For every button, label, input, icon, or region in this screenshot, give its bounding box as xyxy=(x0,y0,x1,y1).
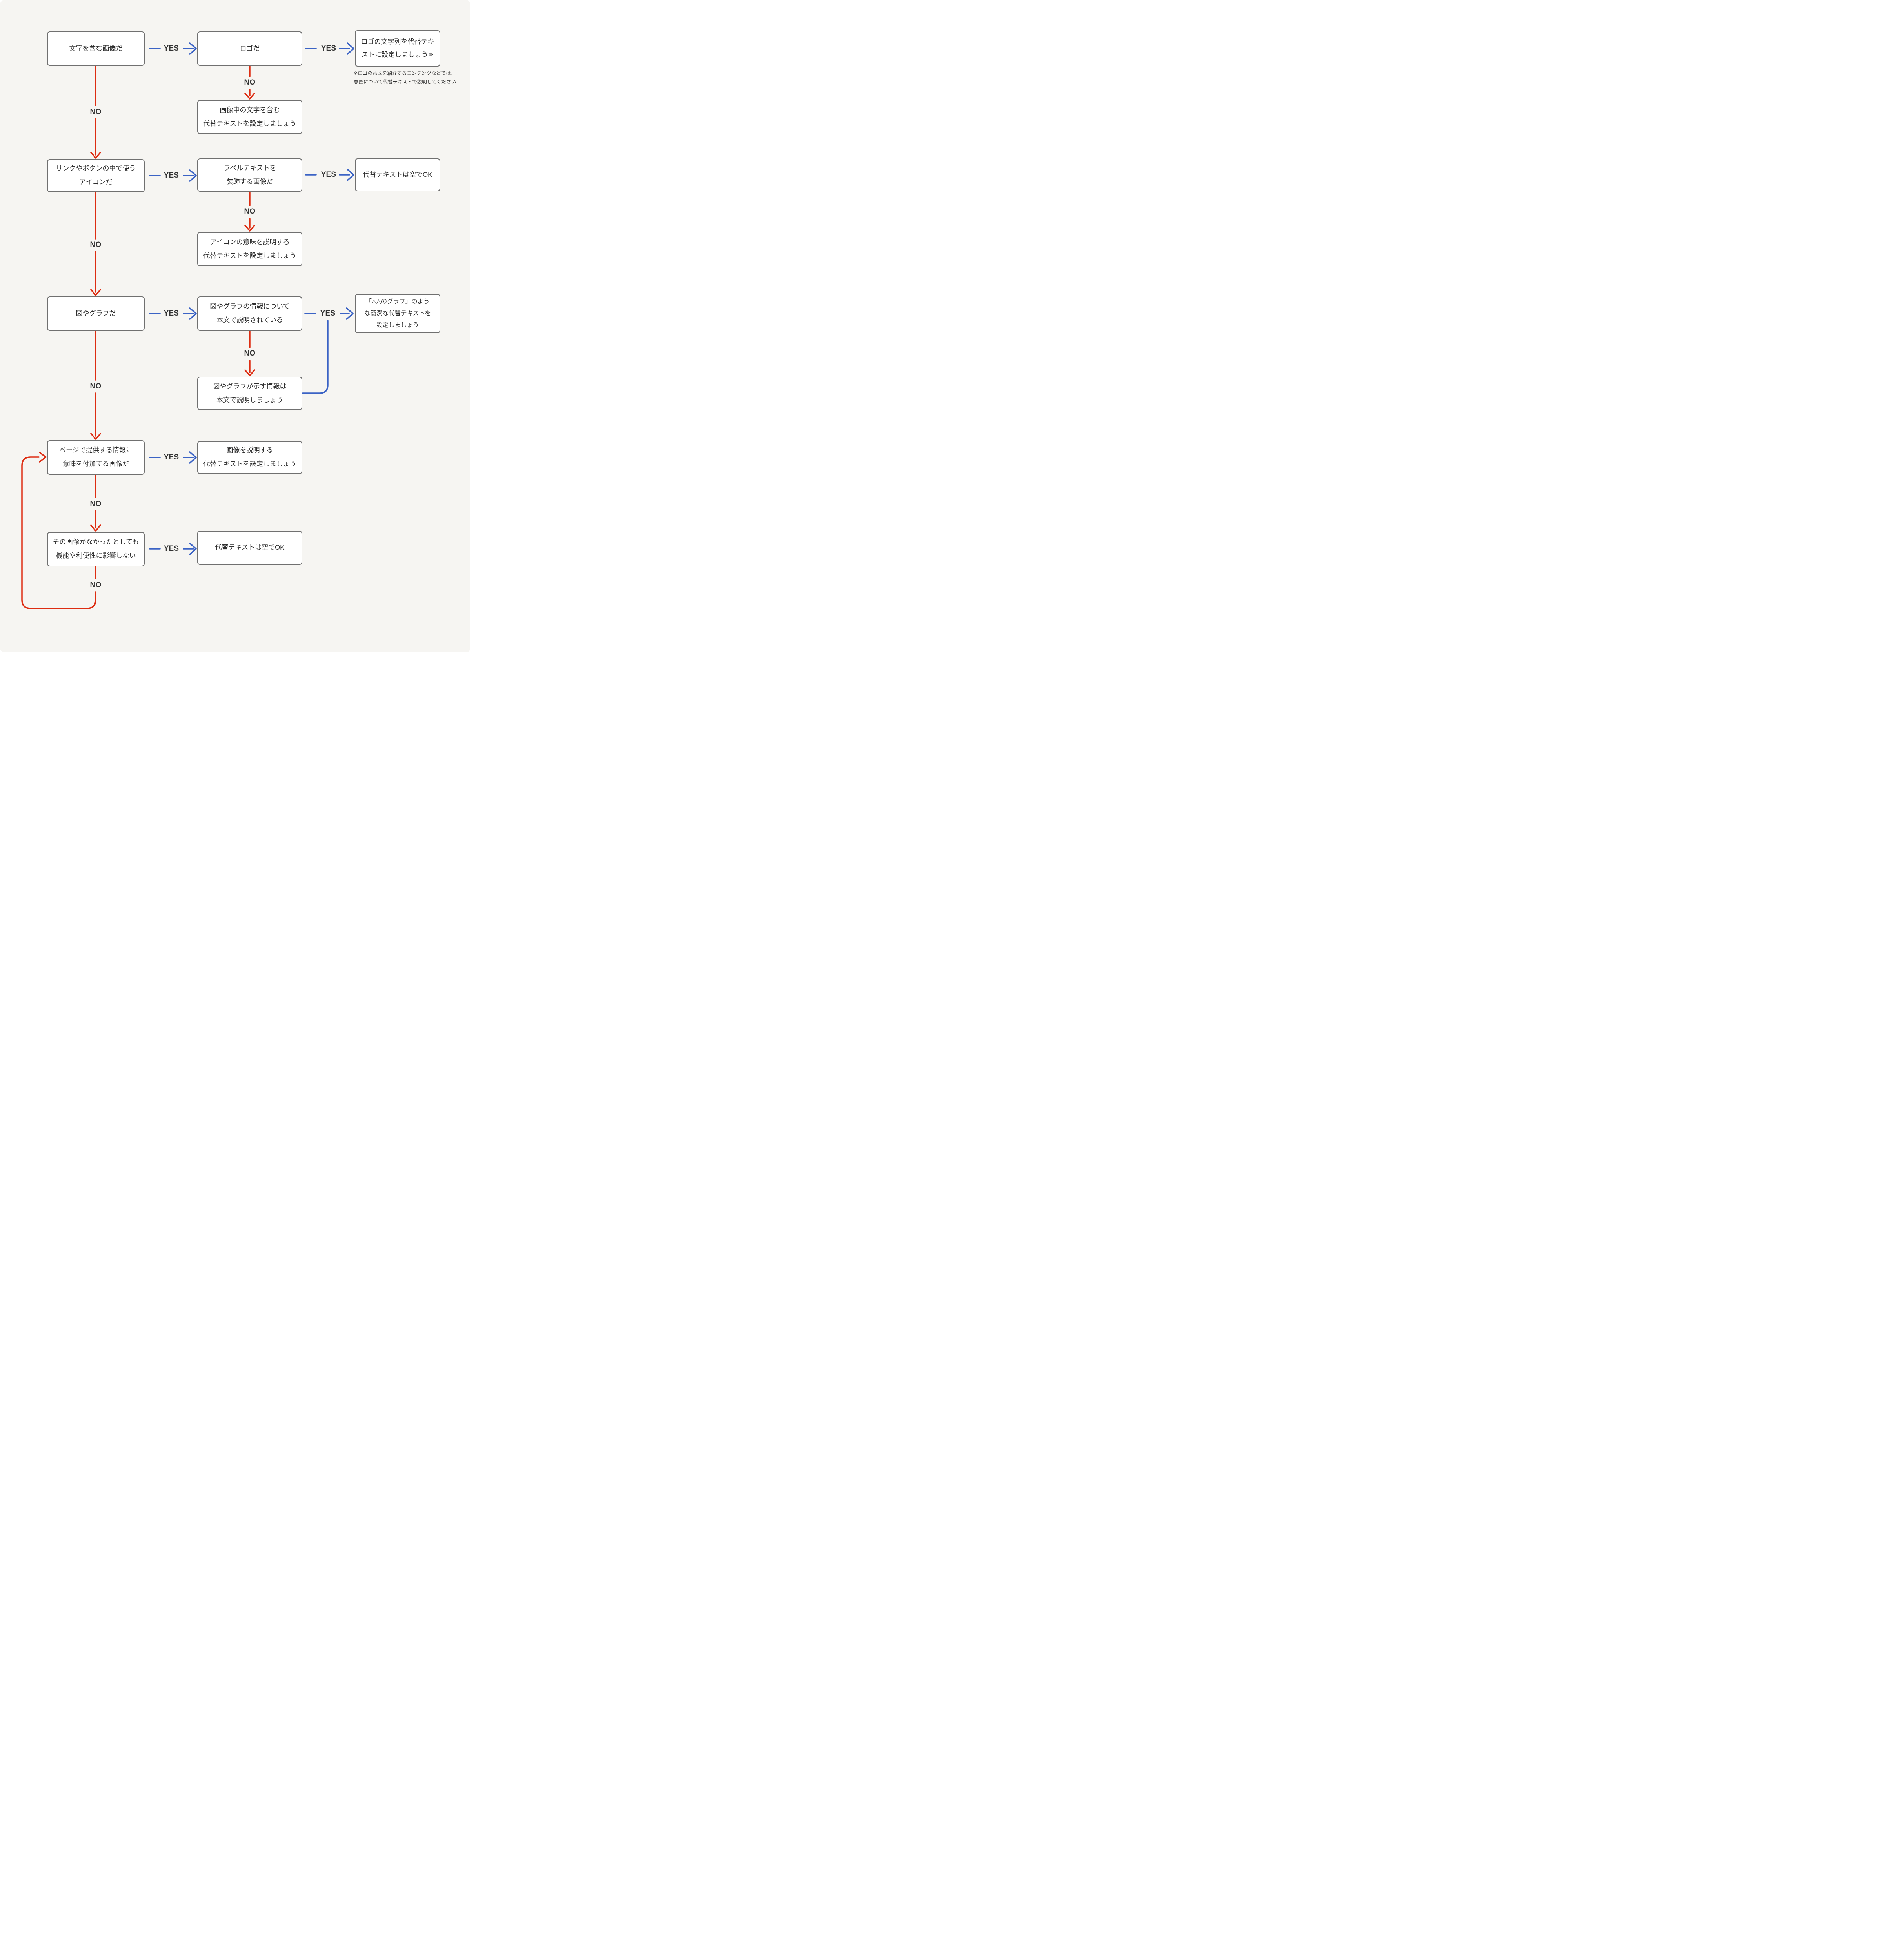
alt-text-decision-flowchart: 文字を含む画像だ ロゴだ ロゴの文字列を代替テキ ストに設定しましょう※ 画像中… xyxy=(0,0,470,652)
node-text: ロゴの文字列を代替テキ ストに設定しましょう※ xyxy=(361,38,434,58)
node-a-describe: 画像を説明する 代替テキストを設定しましょう xyxy=(197,441,302,474)
node-q-text-image: 文字を含む画像だ xyxy=(47,31,145,66)
node-a-empty-alt-icon: 代替テキストは空でOK xyxy=(355,158,440,191)
node-text: 文字を含む画像だ xyxy=(69,44,123,52)
no-label: NO xyxy=(90,382,102,390)
node-text: 図やグラフが示す情報は 本文で説明しましょう xyxy=(213,382,287,404)
no-label: NO xyxy=(244,207,256,216)
node-text: ロゴだ xyxy=(240,44,260,52)
node-text: 図やグラフだ xyxy=(76,309,116,317)
node-a-empty-alt-final: 代替テキストは空でOK xyxy=(197,531,302,565)
node-text: アイコンの意味を説明する 代替テキストを設定しましょう xyxy=(203,238,296,260)
logo-footnote: ※ロゴの意匠を紹介するコンテンツなどでは、 意匠について代替テキストで説明してく… xyxy=(354,71,456,85)
yes-label: YES xyxy=(163,309,179,318)
yes-label: YES xyxy=(321,44,336,53)
node-text: 画像を説明する 代替テキストを設定しましょう xyxy=(203,446,296,468)
yes-label: YES xyxy=(163,171,179,180)
node-text: 「△△のグラフ」のよう な簡潔な代替テキストを 設定しましょう xyxy=(364,298,431,329)
no-label: NO xyxy=(90,241,102,249)
node-text: その画像がなかったとしても 機能や利便性に影響しない xyxy=(53,538,139,559)
node-text: 画像中の文字を含む 代替テキストを設定しましょう xyxy=(203,106,296,127)
no-label: NO xyxy=(90,500,102,508)
node-q-no-impact: その画像がなかったとしても 機能や利便性に影響しない xyxy=(47,532,145,566)
yes-label: YES xyxy=(163,44,179,53)
yes-label: YES xyxy=(321,171,336,179)
yes-label: YES xyxy=(320,309,336,318)
no-label: NO xyxy=(90,581,102,589)
node-q-logo: ロゴだ xyxy=(197,31,302,66)
node-text: リンクやボタンの中で使う アイコンだ xyxy=(56,165,136,186)
node-a-text-alt: 画像中の文字を含む 代替テキストを設定しましょう xyxy=(197,100,302,134)
node-a-chart-concise: 「△△のグラフ」のよう な簡潔な代替テキストを 設定しましょう xyxy=(355,294,440,333)
node-a-logo-alt: ロゴの文字列を代替テキ ストに設定しましょう※ xyxy=(355,30,440,67)
yes-arrows xyxy=(149,42,354,555)
node-text: ページで提供する情報に 意味を付加する画像だ xyxy=(59,446,133,468)
no-label: NO xyxy=(244,78,256,87)
yes-label: YES xyxy=(163,453,179,461)
node-text: ラベルテキストを 装飾する画像だ xyxy=(223,164,276,185)
node-q-label-decor: ラベルテキストを 装飾する画像だ xyxy=(197,158,302,192)
node-q-meaning: ページで提供する情報に 意味を付加する画像だ xyxy=(47,440,145,475)
node-q-icon: リンクやボタンの中で使う アイコンだ xyxy=(47,159,145,192)
node-q-chart-explained: 図やグラフの情報について 本文で説明されている xyxy=(197,296,302,331)
node-a-chart-body: 図やグラフが示す情報は 本文で説明しましょう xyxy=(197,377,302,410)
node-q-chart: 図やグラフだ xyxy=(47,296,145,331)
connector-lines xyxy=(21,42,354,609)
no-arrows xyxy=(21,65,255,609)
node-text: 代替テキストは空でOK xyxy=(215,544,285,552)
node-a-icon-meaning: アイコンの意味を説明する 代替テキストを設定しましょう xyxy=(197,232,302,266)
no-label: NO xyxy=(90,108,102,116)
no-label: NO xyxy=(244,349,256,358)
node-text: 図やグラフの情報について 本文で説明されている xyxy=(210,303,290,324)
yes-label: YES xyxy=(163,544,179,553)
node-text: 代替テキストは空でOK xyxy=(363,171,432,178)
